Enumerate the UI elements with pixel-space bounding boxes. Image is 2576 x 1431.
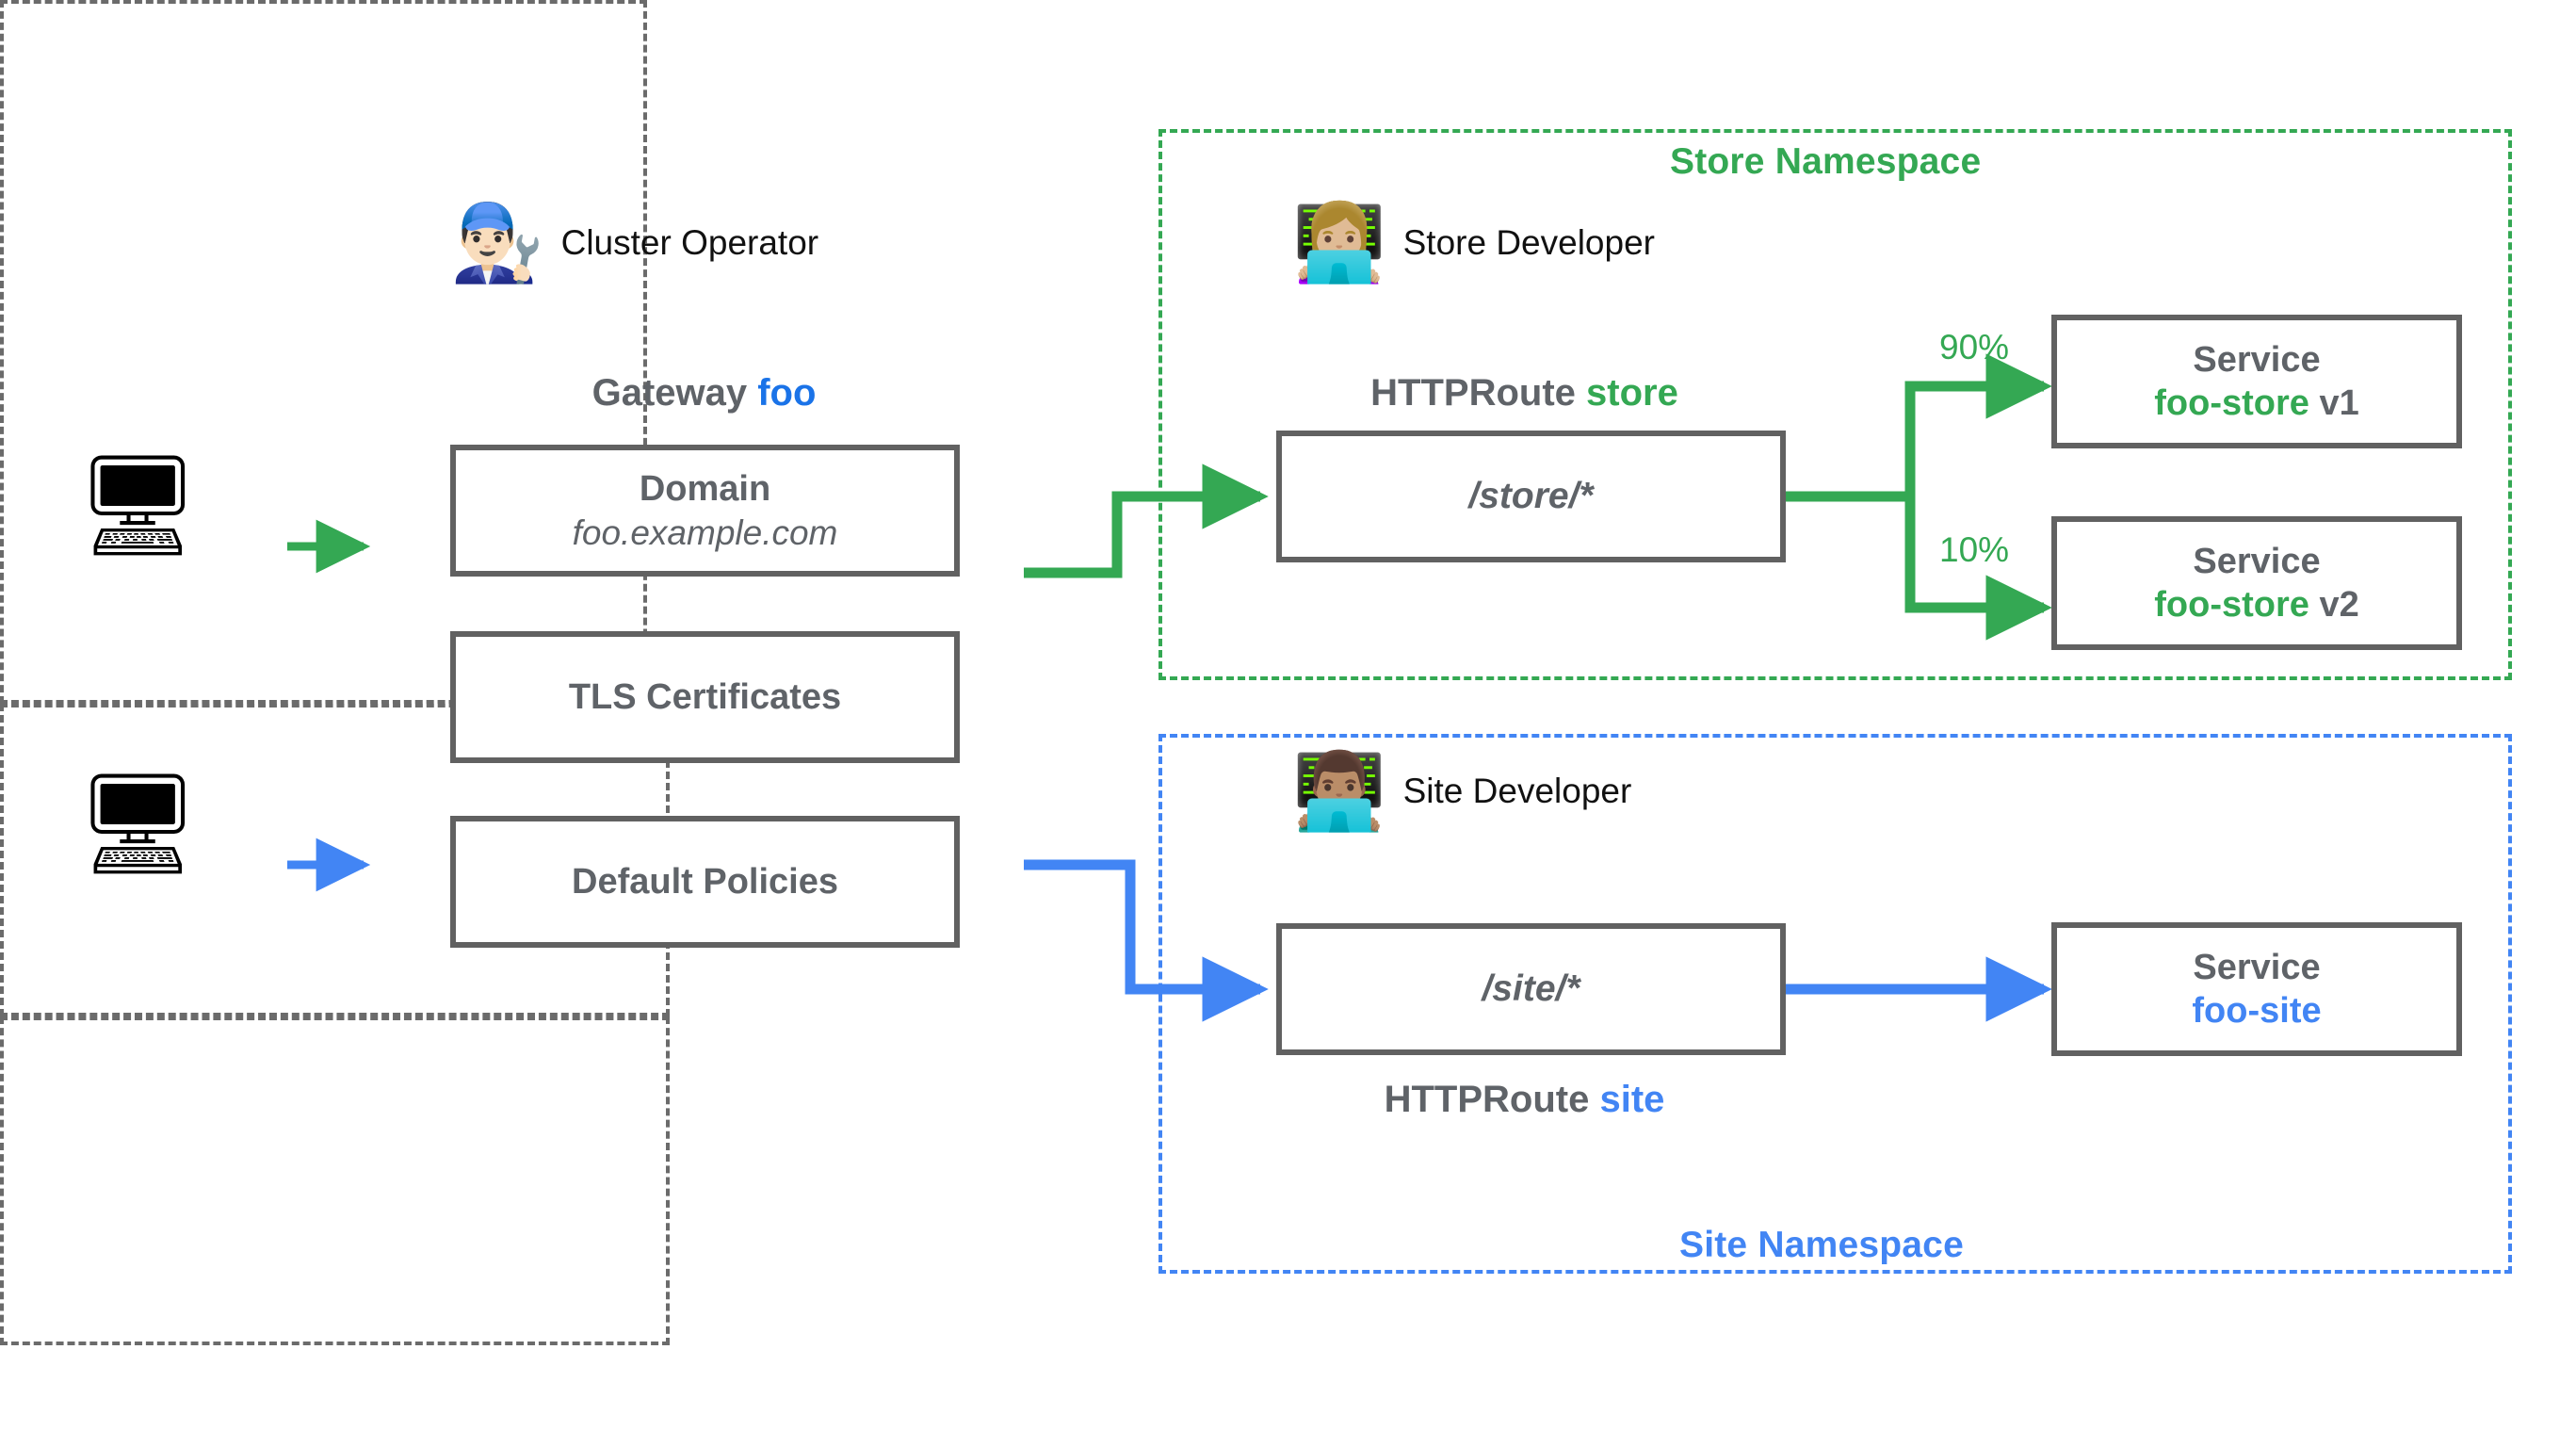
service-name: foo-store (2154, 585, 2309, 625)
site-route-heading-prefix: HTTPRoute (1384, 1079, 1590, 1120)
site-route-group (0, 1016, 670, 1345)
computer-icon: 🖥 (75, 770, 201, 879)
store-route-heading-prefix: HTTPRoute (1370, 372, 1576, 414)
persona-label: Cluster Operator (560, 223, 819, 262)
persona-cluster-operator: 👨🏻‍🔧 Cluster Operator (450, 205, 818, 281)
service-name: foo-site (2192, 991, 2322, 1031)
service-version: v2 (2319, 585, 2359, 625)
gateway-item-title: Domain (639, 469, 771, 510)
gateway-heading-name: foo (757, 372, 817, 414)
service-name-line: foo-site (2192, 989, 2321, 1033)
mechanic-person-icon: 👨🏻‍🔧 (450, 201, 544, 285)
store-namespace-box (1158, 129, 2512, 680)
gateway-item-title: Default Policies (572, 861, 838, 902)
site-namespace-title: Site Namespace (1679, 1225, 1964, 1265)
gateway-item-domain[interactable]: Domain foo.example.com (450, 445, 960, 577)
persona-label: Site Developer (1402, 772, 1632, 810)
service-foo-store-v2[interactable]: Service foo-store v2 (2051, 516, 2462, 650)
service-kind: Service (2193, 541, 2321, 581)
service-kind: Service (2193, 339, 2321, 380)
gateway-heading-prefix: Gateway (591, 372, 748, 414)
service-foo-site[interactable]: Service foo-site (2051, 922, 2462, 1056)
store-route-heading: HTTPRoute store (1193, 372, 1855, 415)
gateway-item-subtitle: foo.example.com (572, 512, 838, 552)
service-name-line: foo-store v2 (2154, 583, 2359, 626)
gateway-heading: Gateway foo (384, 372, 1024, 415)
store-backend-weight-v1: 90% (1939, 328, 2010, 366)
computer-icon: 🖥 (75, 451, 201, 561)
persona-site-developer: 👨🏽‍💻 Site Developer (1292, 754, 1631, 829)
man-technologist-icon: 👨🏽‍💻 (1292, 749, 1386, 833)
site-namespace-box (1158, 734, 2512, 1274)
store-route-heading-name: store (1586, 372, 1678, 414)
site-route-path: /site/* (1482, 968, 1580, 1010)
site-route-path-box[interactable]: /site/* (1276, 923, 1786, 1055)
gateway-group (0, 0, 647, 704)
store-route-path: /store/* (1468, 476, 1594, 517)
service-name-line: foo-store v1 (2154, 382, 2359, 425)
woman-technologist-icon: 👩🏼‍💻 (1292, 201, 1386, 285)
store-backend-weight-v2: 10% (1939, 530, 2010, 569)
persona-store-developer: 👩🏼‍💻 Store Developer (1292, 205, 1655, 281)
gateway-item-tls-certificates[interactable]: TLS Certificates (450, 631, 960, 763)
persona-label: Store Developer (1402, 223, 1655, 262)
service-name: foo-store (2154, 383, 2309, 423)
site-route-heading: HTTPRoute site (1193, 1079, 1855, 1121)
store-namespace-title: Store Namespace (1670, 141, 1982, 182)
site-route-heading-name: site (1599, 1079, 1665, 1120)
gateway-item-default-policies[interactable]: Default Policies (450, 816, 960, 948)
service-foo-store-v1[interactable]: Service foo-store v1 (2051, 315, 2462, 448)
service-version: v1 (2319, 383, 2359, 423)
gateway-item-title: TLS Certificates (568, 676, 842, 717)
service-kind: Service (2193, 947, 2321, 987)
store-route-path-box[interactable]: /store/* (1276, 431, 1786, 562)
